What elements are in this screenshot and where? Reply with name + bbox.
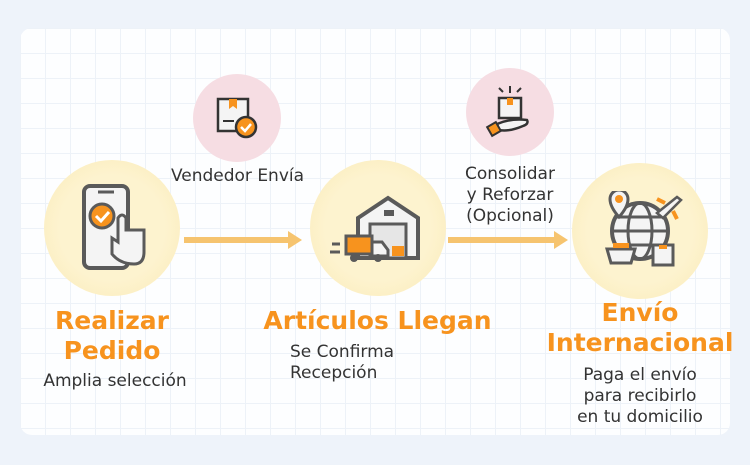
package-hand-icon <box>485 86 529 138</box>
phone-check-icon <box>82 184 146 270</box>
globe-shipping-icon <box>605 191 683 267</box>
package-check-icon <box>216 97 258 139</box>
arrow-2 <box>448 231 568 249</box>
transition-1-label: Vendedor Envía <box>170 166 305 186</box>
step-2-title: Artículos Llegan <box>263 306 492 335</box>
step-1-subtitle: Amplia selección <box>43 371 187 391</box>
transition-1-circle <box>193 74 281 162</box>
step-2-circle <box>310 160 446 296</box>
arrow-1 <box>184 231 302 249</box>
warehouse-truck-icon <box>330 195 420 262</box>
step-1-circle <box>44 160 180 296</box>
step-3-circle <box>572 163 708 299</box>
transition-2-circle <box>466 68 554 156</box>
